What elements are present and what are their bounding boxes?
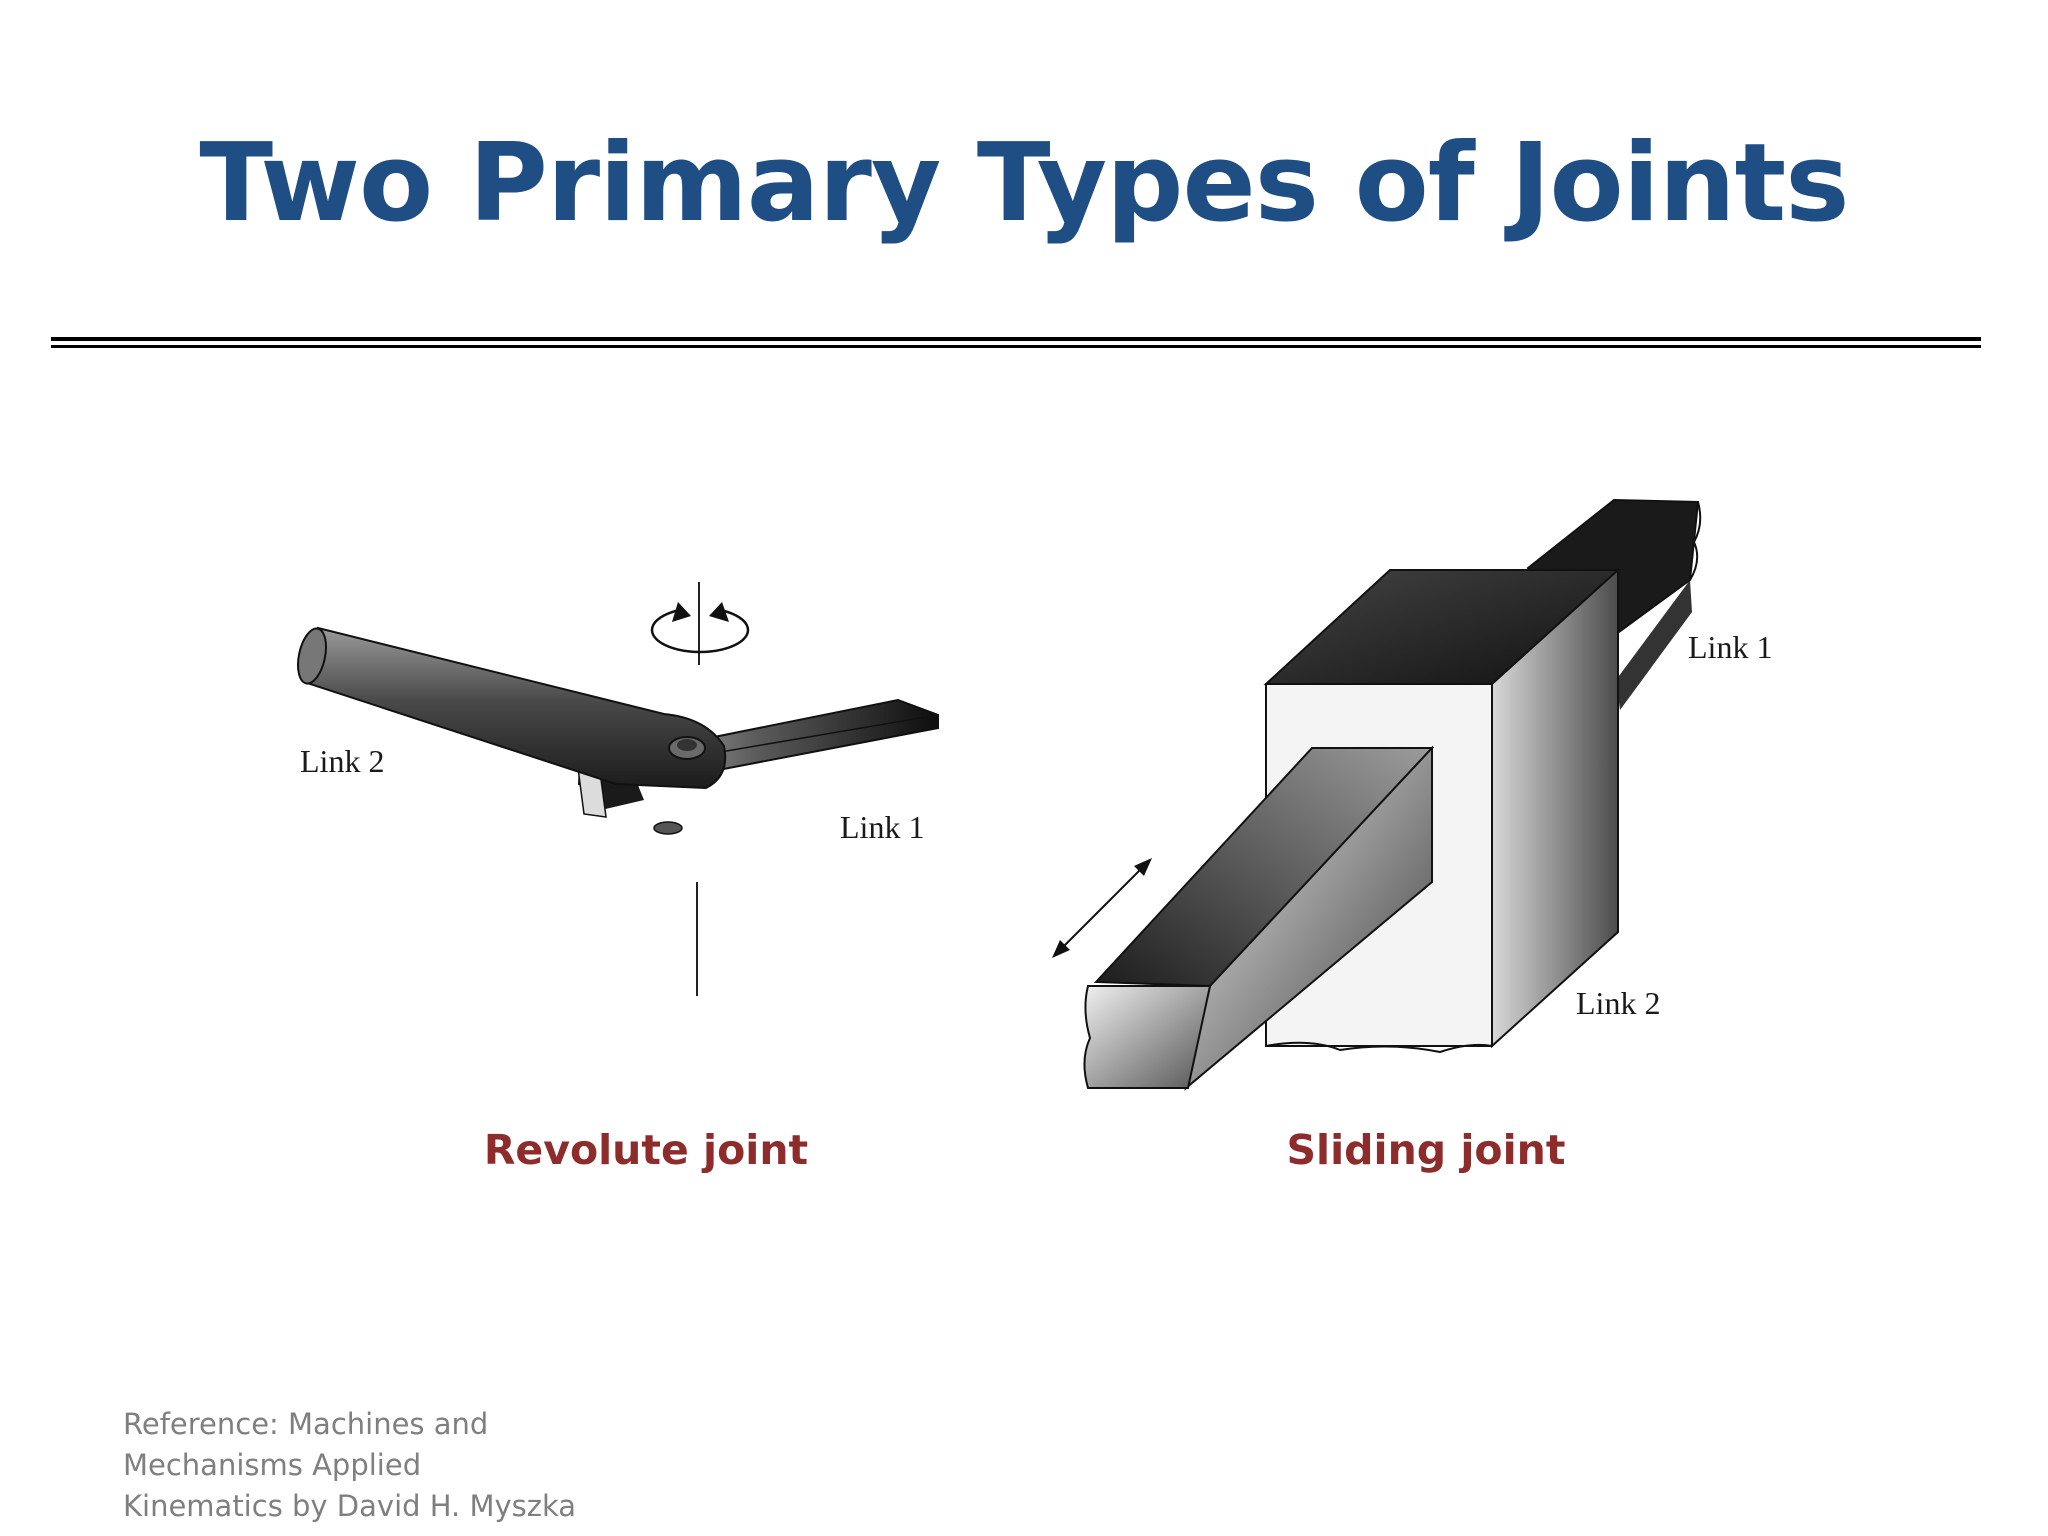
slide-title: Two Primary Types of Joints (199, 121, 1849, 246)
revolute-link1-label: Link 1 (840, 809, 924, 845)
reference-line: Kinematics by David H. Myszka (123, 1489, 577, 1523)
revolute-link2-label: Link 2 (300, 743, 384, 779)
reference-note: Reference: Machines and Mechanisms Appli… (123, 1404, 643, 1527)
sliding-link2-label: Link 2 (1576, 985, 1660, 1021)
title-divider-thin (51, 345, 1981, 348)
revolute-joint-caption: Revolute joint (483, 1126, 809, 1174)
title-divider-thick (51, 337, 1981, 341)
reference-line: Reference: Machines and (123, 1407, 489, 1441)
slide-direction-arrow-icon (1052, 858, 1152, 958)
sliding-link1-label: Link 1 (1688, 629, 1772, 665)
link2-rod (297, 626, 727, 790)
link1-slider (1083, 745, 1435, 1091)
rotation-axis (696, 582, 700, 996)
reference-line: Mechanisms Applied (123, 1448, 422, 1482)
sliding-joint-figure: Link 1 Link 2 (1052, 498, 1772, 1091)
sliding-joint-caption: Sliding joint (1286, 1126, 1566, 1174)
revolute-joint-figure: Link 2 Link 1 (297, 582, 939, 996)
rotation-arrow-icon (650, 602, 750, 654)
pin (653, 821, 683, 835)
